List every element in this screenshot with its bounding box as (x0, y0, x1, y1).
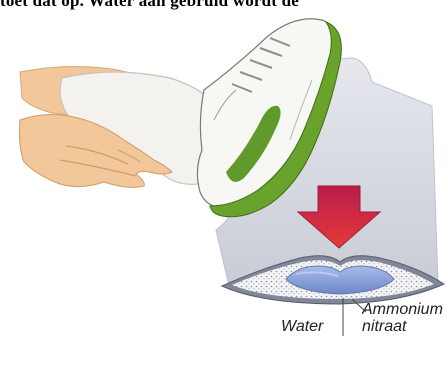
label-water: Water (281, 318, 323, 336)
label-ammonium: Ammonium (362, 301, 447, 319)
label-nitraat: nitraat (362, 318, 406, 336)
